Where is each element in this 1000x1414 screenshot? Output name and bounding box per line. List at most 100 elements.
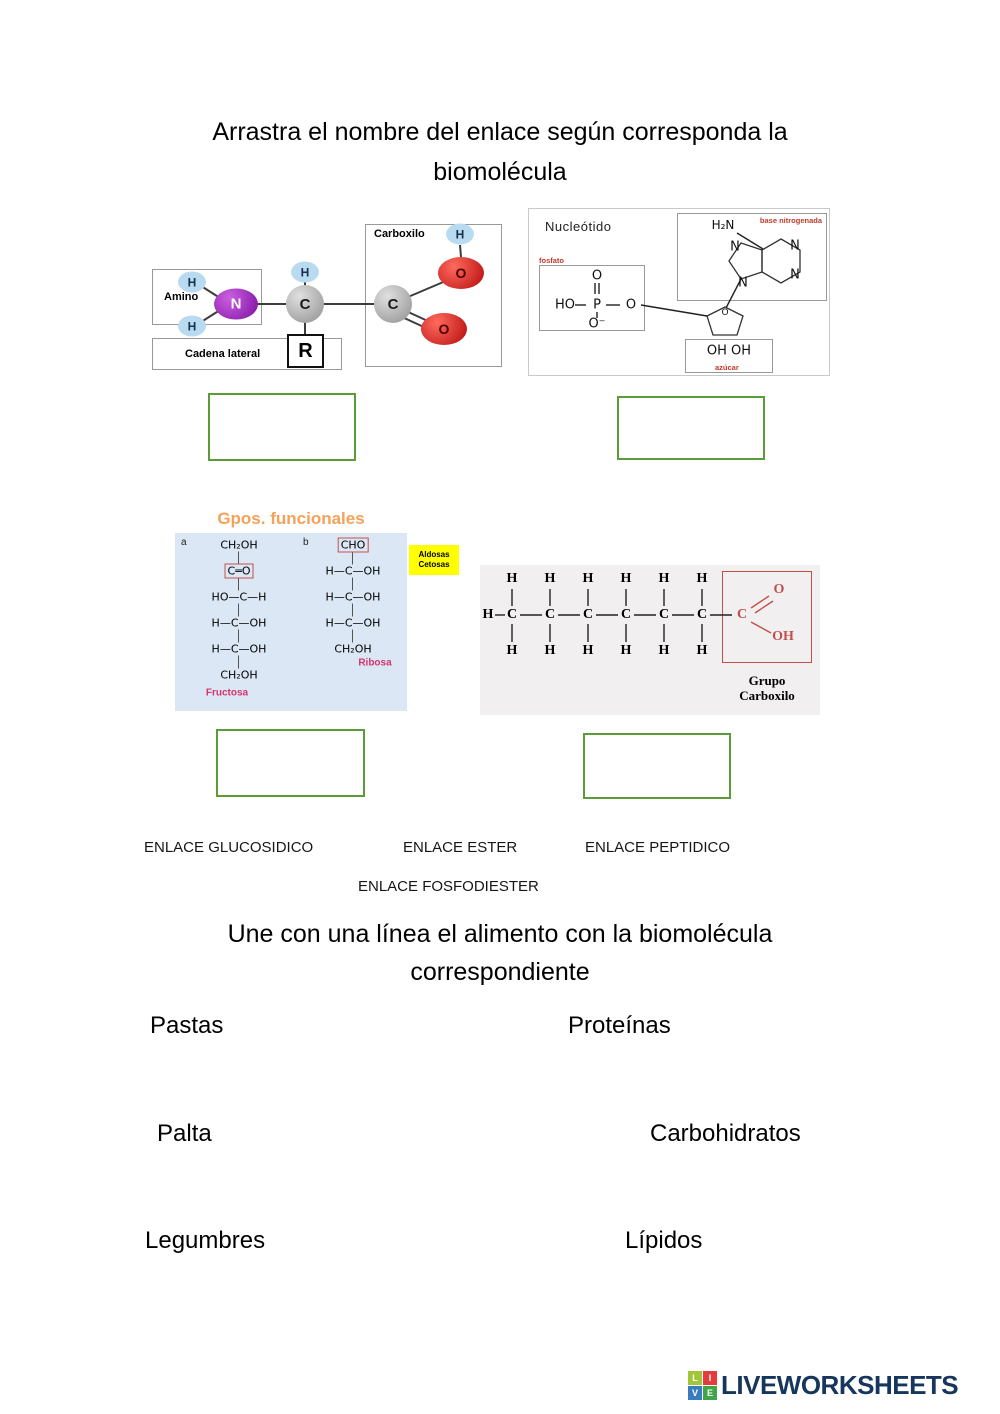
fructosa-row: H—C—OH <box>209 642 269 656</box>
h-letter: H <box>544 571 556 586</box>
hydrogen-atom: H <box>446 223 474 245</box>
brand-name: LIVEWORKSHEETS <box>721 1370 959 1400</box>
answer-box-amino-acid[interactable] <box>208 393 356 461</box>
logo-letter: V <box>688 1386 702 1400</box>
h-letter: H <box>658 571 670 586</box>
label-b: b <box>303 537 309 548</box>
answer-box-nucleotide[interactable] <box>617 396 765 460</box>
c-letter: C <box>620 607 632 622</box>
matching-title-line2: correspondiente <box>410 958 590 986</box>
h-letter: H <box>544 643 556 658</box>
nucleotide-diagram: Nucleótido base nitrogenada fosfato H₂N … <box>528 208 830 376</box>
h-letter: H <box>696 643 708 658</box>
sugar-ring-oxygen: O <box>721 308 729 318</box>
c-letter: C <box>696 607 708 622</box>
label-a: a <box>181 537 187 548</box>
liveworksheets-logo-icon: L I V E <box>688 1371 717 1400</box>
oh-oh-group: OH OH <box>706 343 752 359</box>
match-item-lipidos[interactable]: Lípidos <box>625 1227 703 1254</box>
azucar-box <box>685 339 773 373</box>
aldosas-cetosas-tag: Aldosas Cetosas <box>409 545 459 575</box>
c-letter: C <box>658 607 670 622</box>
h-letter: H <box>506 571 518 586</box>
h-letter: H <box>506 643 518 658</box>
drag-label-enlace-ester[interactable]: ENLACE ESTER <box>403 839 518 856</box>
ribosa-aldehyde-group-row: CHO <box>337 537 369 553</box>
ribosa-row: H—C—OH <box>323 616 383 630</box>
cetosas-label: Cetosas <box>418 560 450 569</box>
nucleotide-bonds-drawing <box>575 232 801 336</box>
phosphorus-letter: P <box>593 297 601 313</box>
drag-label-enlace-fosfodiester[interactable]: ENLACE FOSFODIESTER <box>358 878 539 895</box>
hydrogen-atom: H <box>178 271 206 293</box>
ho-group: HO <box>554 297 576 313</box>
matching-title-line1: Une con una línea el alimento con la bio… <box>227 920 773 948</box>
ribosa-row: H—C—OH <box>323 564 383 578</box>
amino-label: Amino <box>164 291 199 303</box>
carboxilo-label: Carboxilo <box>374 228 425 240</box>
fructosa-label: Fructosa <box>203 687 251 699</box>
azucar-label: azúcar <box>715 363 739 372</box>
fatty-acid-diagram: H H H H H H H C C C C C C C O OH H H H H… <box>480 565 820 715</box>
amino-acid-diagram: Carboxilo Amino Cadena lateral H O C O H… <box>150 212 506 374</box>
fructosa-keto-group-row: C═O <box>224 563 254 579</box>
hydrogen-atom: H <box>178 315 206 337</box>
fructosa-row: CH₂OH <box>218 538 260 552</box>
oxygen-letter: O <box>625 297 637 313</box>
alpha-carbon-atom: C <box>286 285 324 323</box>
o-minus-group: O⁻ <box>588 316 606 332</box>
hydrogen-atom: H <box>291 261 319 283</box>
drag-label-enlace-glucosidico[interactable]: ENLACE GLUCOSIDICO <box>144 839 314 856</box>
fosfato-label: fosfato <box>539 256 564 265</box>
c-letter: C <box>506 607 518 622</box>
c-letter: C <box>582 607 594 622</box>
answer-box-sugars[interactable] <box>216 729 365 797</box>
aldosas-label: Aldosas <box>418 550 450 559</box>
base-nitrogenada-label: base nitrogenada <box>759 216 822 225</box>
functional-groups-diagram: Gpos. funcionales a b CH₂OH C═O HO—C—H H… <box>175 505 465 719</box>
fatty-acid-bonds-drawing <box>495 589 774 642</box>
liveworksheets-brand-link[interactable]: L I V E LIVEWORKSHEETS <box>688 1370 959 1401</box>
match-item-pastas[interactable]: Pastas <box>150 1012 224 1039</box>
nitrogen-letter: N <box>790 238 800 254</box>
h-letter: H <box>620 571 632 586</box>
fructosa-backbone-line <box>238 551 239 681</box>
carboxyl-carbon-atom: C <box>374 285 412 323</box>
h2n-group: H₂N <box>711 218 735 232</box>
oxygen-atom: O <box>438 257 484 289</box>
h-letter: H <box>696 571 708 586</box>
carboxyl-hydroxyl-letters: OH <box>772 629 794 644</box>
logo-letter: I <box>703 1371 717 1385</box>
nitrogen-letter: N <box>738 275 748 291</box>
nitrogen-atom: N <box>214 288 258 320</box>
h-letter: H <box>620 643 632 658</box>
carboxyl-carbon-letter: C <box>736 607 748 622</box>
answer-box-fatty-acid[interactable] <box>583 733 731 799</box>
match-item-proteinas[interactable]: Proteínas <box>568 1012 671 1039</box>
base-nitrogenada-box: base nitrogenada <box>677 213 827 301</box>
h-letter: H <box>582 643 594 658</box>
fructosa-row: CH₂OH <box>218 668 260 682</box>
ribosa-row: H—C—OH <box>323 590 383 604</box>
oxygen-atom: O <box>421 313 467 345</box>
match-item-carbohidratos[interactable]: Carbohidratos <box>650 1120 801 1147</box>
h-letter: H <box>658 643 670 658</box>
match-item-legumbres[interactable]: Legumbres <box>145 1227 266 1254</box>
nitrogen-letter: N <box>790 267 800 283</box>
functional-groups-title: Gpos. funcionales <box>217 509 365 528</box>
nitrogen-letter: N <box>730 239 740 255</box>
match-item-palta[interactable]: Palta <box>157 1120 212 1147</box>
page-title-line1: Arrastra el nombre del enlace según corr… <box>212 118 788 146</box>
r-side-chain-box: R <box>287 334 324 368</box>
drag-label-enlace-peptidico[interactable]: ENLACE PEPTIDICO <box>585 839 731 856</box>
logo-letter: L <box>688 1371 702 1385</box>
c-letter: C <box>544 607 556 622</box>
cadena-lateral-label: Cadena lateral <box>185 348 261 360</box>
oxygen-letter: O <box>591 268 603 284</box>
h-letter: H <box>582 571 594 586</box>
carboxyl-oxygen-letter: O <box>773 582 785 597</box>
grupo-carboxilo-label-line2: Carboxilo <box>739 688 795 703</box>
fructosa-row: HO—C—H <box>209 590 269 604</box>
grupo-carboxilo-label-line1: Grupo <box>748 673 786 688</box>
